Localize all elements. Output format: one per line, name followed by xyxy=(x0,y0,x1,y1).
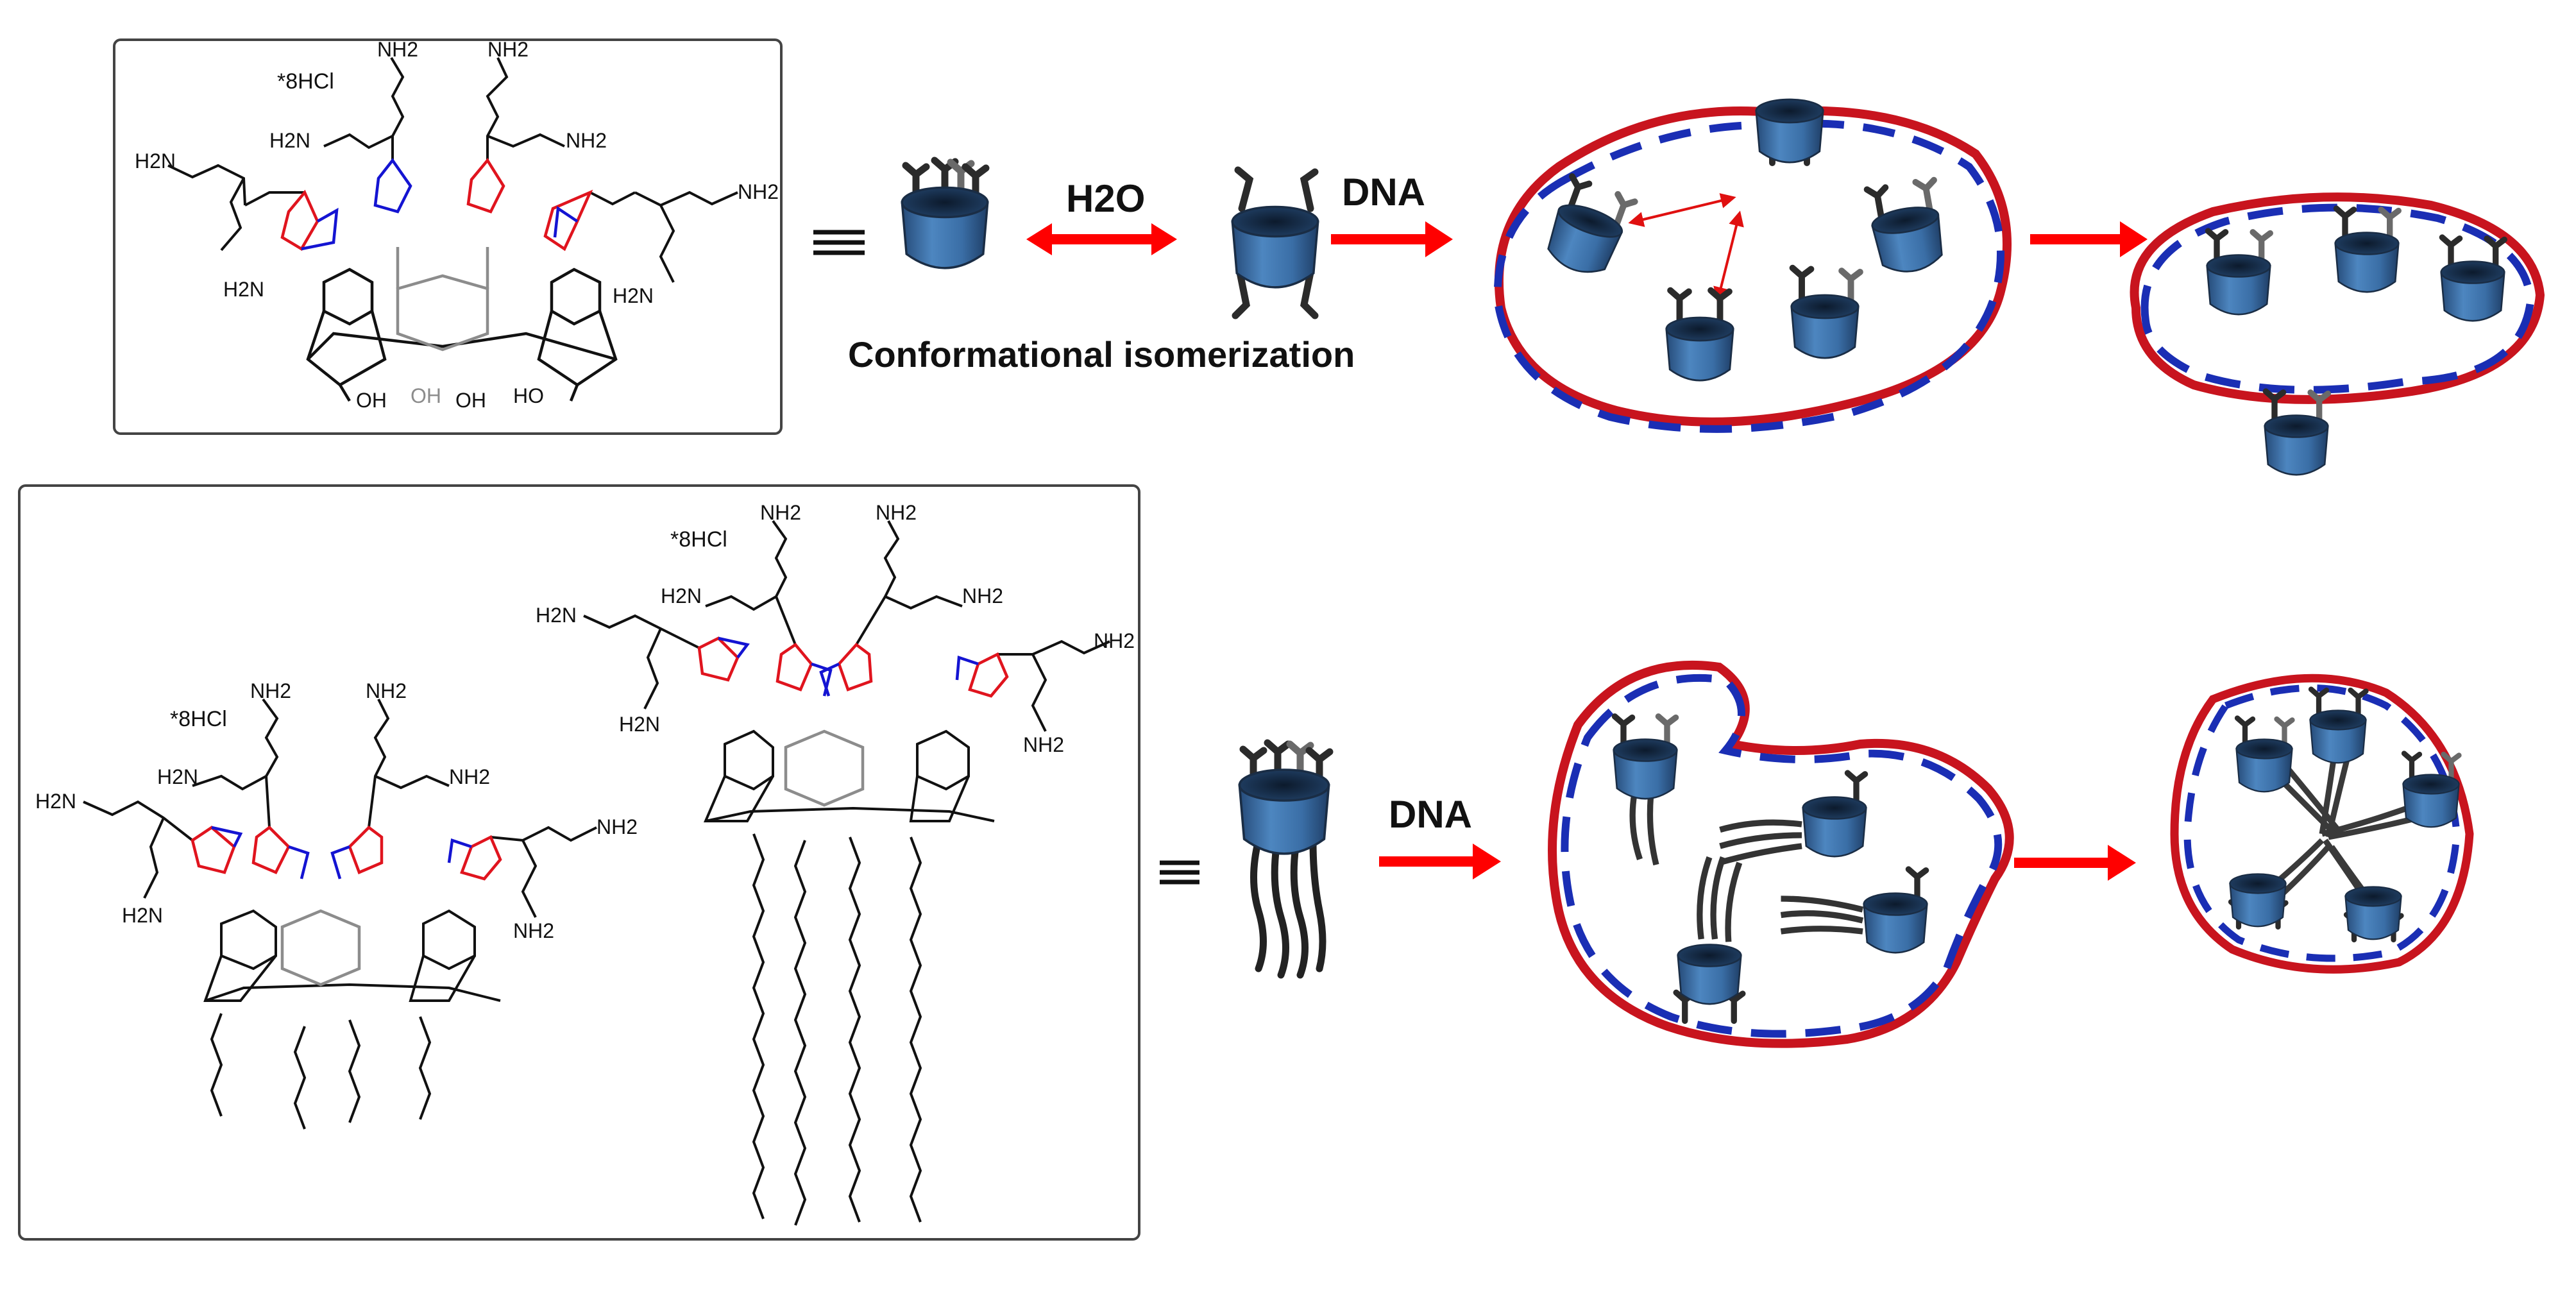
bl-amine-6: NH2 xyxy=(597,815,638,838)
top-dna-complex-2 xyxy=(2130,192,2545,476)
bottom-salt-label-left: *8HCl xyxy=(170,707,227,731)
bl-amine-3: H2N xyxy=(157,765,198,788)
isomerization-arrow xyxy=(1026,223,1177,255)
top-equivalence-sign xyxy=(813,230,865,255)
bl-amine-2: NH2 xyxy=(366,679,407,702)
top-structure-frame xyxy=(113,38,783,435)
top-arrow-2 xyxy=(2030,221,2148,257)
top-amine-2: NH2 xyxy=(487,38,529,61)
br-amine-4: NH2 xyxy=(962,584,1003,607)
top-amine-5: H2N xyxy=(223,278,264,301)
top-dna-label: DNA xyxy=(1342,171,1425,214)
top-hydroxyl-3: OH xyxy=(455,389,486,412)
br-amine-7: H2N xyxy=(619,713,660,736)
bottom-dna-complex-2 xyxy=(2170,674,2474,974)
bottom-dna-label: DNA xyxy=(1389,793,1472,836)
bl-amine-4: NH2 xyxy=(449,765,490,788)
br-amine-1: NH2 xyxy=(760,501,801,524)
bottom-salt-label-right: *8HCl xyxy=(670,527,727,552)
water-label: H2O xyxy=(1066,177,1145,220)
bl-amine-8: NH2 xyxy=(513,919,554,942)
br-amine-6: NH2 xyxy=(1094,629,1135,652)
cone-arms-up xyxy=(901,160,987,269)
bottom-right-calixarene: *8HCl NH2 xyxy=(536,501,1135,1226)
bottom-dna-complex-1 xyxy=(1548,660,2014,1048)
bottom-arrow-2 xyxy=(2014,845,2136,881)
top-calixarene-structure: *8HCl xyxy=(135,38,779,412)
br-amine-3: H2N xyxy=(661,584,702,607)
isomerization-caption: Conformational isomerization xyxy=(848,334,1355,375)
bottom-left-calixarene: *8HCl NH2 xyxy=(35,679,638,1130)
bottom-equivalence-sign xyxy=(1160,860,1199,885)
top-hydroxyl-1: OH xyxy=(356,389,387,412)
br-amine-8: NH2 xyxy=(1023,733,1064,756)
br-amine-2: NH2 xyxy=(876,501,917,524)
top-amine-8: NH2 xyxy=(566,129,607,152)
top-amine-4: H2N xyxy=(135,149,176,173)
br-amine-5: H2N xyxy=(536,604,577,627)
top-dna-complex-1 xyxy=(1493,98,2012,433)
bl-amine-5: H2N xyxy=(35,790,76,813)
bottom-dna-arrow xyxy=(1379,844,1501,879)
cone-with-tails xyxy=(1238,743,1330,979)
bl-amine-7: H2N xyxy=(122,904,163,927)
top-amine-6: NH2 xyxy=(738,180,779,203)
top-hydroxyl-2: OH xyxy=(411,384,441,407)
bottom-structure-frame xyxy=(18,484,1140,1241)
top-hydroxyl-4: HO xyxy=(513,384,544,407)
top-amine-1: NH2 xyxy=(377,38,418,61)
top-amine-3: H2N xyxy=(269,129,310,152)
top-amine-7: H2N xyxy=(613,284,654,307)
top-dna-arrow xyxy=(1331,221,1453,257)
top-salt-label: *8HCl xyxy=(277,69,334,94)
cone-arms-split xyxy=(1231,166,1319,319)
bl-amine-1: NH2 xyxy=(250,679,291,702)
